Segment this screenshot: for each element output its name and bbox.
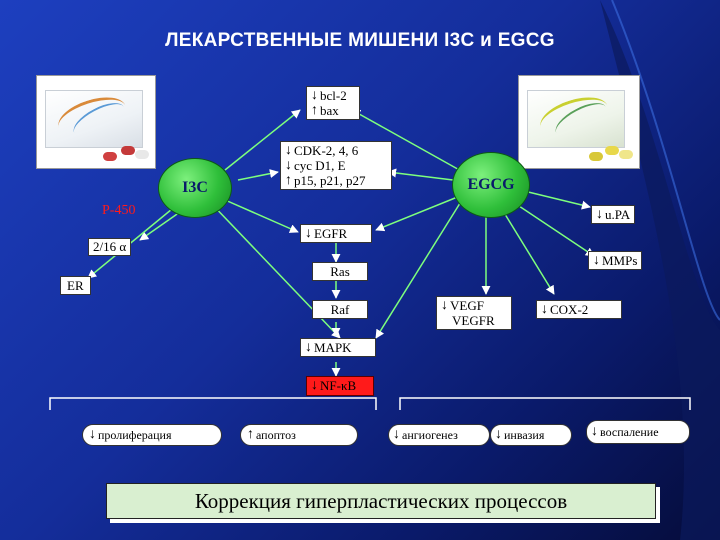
outcome-invasion: ↓инвазия [490, 424, 572, 446]
vegf-box: ↓VEGF VEGFR [436, 296, 512, 330]
er-box: ER [60, 276, 91, 295]
cox2-box: ↓COX-2 [536, 300, 622, 319]
link-i3c-bcl2 [224, 109, 301, 171]
alpha-label: 2/16 α [88, 238, 132, 256]
outcome-apoptosis: ↑апоптоз [240, 424, 358, 446]
indinol-package-image [36, 75, 156, 169]
egfr-box: ↓EGFR [300, 224, 372, 243]
raf-box: Raf [312, 300, 368, 319]
bcl2-bax-box: ↓bcl-2 ↑bax [306, 86, 360, 120]
link-egcg-mmps [509, 199, 595, 257]
ras-box: Ras [312, 262, 368, 281]
link-i3c-cdk [237, 169, 279, 181]
link-egcg-bcl2 [351, 109, 464, 173]
egcg-node: EGCG [452, 152, 530, 218]
conclusion-box: Коррекция гиперпластических процессов [106, 483, 656, 519]
p450-label: P-450 [102, 203, 136, 218]
mmps-box: ↓MMPs [588, 251, 643, 270]
epigallat-package-image [518, 75, 640, 169]
bracket-left [49, 397, 377, 410]
link-egcg-cdk [387, 168, 454, 181]
cdk-box: ↓CDK-2, 4, 6 ↓cyc D1, E ↑p15, p21, p27 [280, 141, 392, 190]
upa-box: ↓u.PA [591, 205, 636, 224]
link-i3c-egfr [215, 195, 299, 233]
outcome-inflammation: ↓воспаление [586, 420, 690, 444]
link-egcg-egfr [375, 195, 461, 232]
link-i3c-er [87, 199, 184, 279]
link-egcg-upa [519, 189, 591, 210]
outcome-angiogenesis: ↓ангиогенез [388, 424, 490, 446]
link-egcg-cox2 [499, 205, 555, 295]
outcome-proliferation: ↓пролиферация [82, 424, 222, 446]
slide-title: ЛЕКАРСТВЕННЫЕ МИШЕНИ I3C и EGCG [165, 30, 555, 51]
link-egcg-mapk [375, 199, 463, 339]
i3c-node: I3C [158, 158, 232, 218]
nfkb-box: ↓NF-κB [306, 376, 374, 396]
mapk-box: ↓MAPK [300, 338, 376, 357]
bracket-right [399, 397, 691, 410]
